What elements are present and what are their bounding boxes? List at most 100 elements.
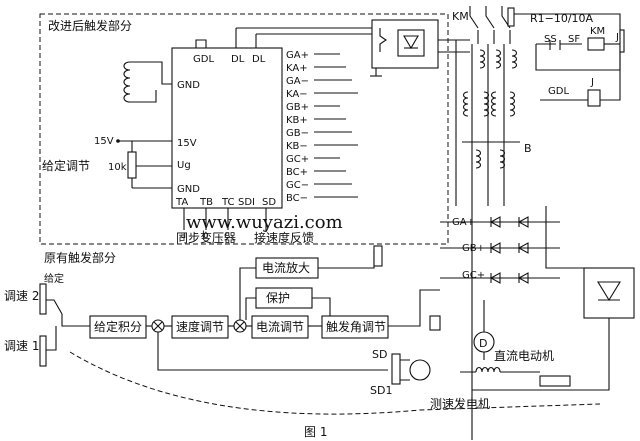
- chip-output-label: GC−: [286, 180, 309, 191]
- trigger-output: [388, 289, 440, 327]
- speed-2-pot: [39, 283, 47, 315]
- speed-selector-switch: [46, 299, 90, 327]
- current-amp-feedback: [239, 267, 256, 320]
- integral-label: 给定积分: [94, 319, 142, 334]
- j2-label: J: [590, 77, 594, 88]
- j-coil: [587, 89, 601, 107]
- label-a: a: [180, 230, 186, 241]
- right-bus-wire: [545, 206, 584, 269]
- speed-1-label: 调速 1: [4, 339, 39, 353]
- input-coil: [123, 61, 131, 103]
- thyristor-icon: [489, 216, 501, 228]
- chip-sdi-label: SDI: [238, 197, 255, 208]
- gdl-right-label: GDL: [548, 86, 569, 97]
- pulse-transformer-2b: [509, 91, 516, 117]
- current-reg-label: 电流调节: [256, 320, 304, 334]
- ss-button: [549, 40, 561, 50]
- bridge-diode-icon: [403, 35, 419, 50]
- thyristor-icon: [489, 272, 501, 284]
- figure-caption: 图 1: [304, 425, 327, 439]
- improved-section-frame: [39, 13, 449, 245]
- output-rectifier-return: [472, 318, 610, 391]
- km2-label: KM: [590, 26, 605, 37]
- thyristor-icon: [489, 242, 501, 254]
- current-amp-label: 电流放大: [262, 260, 310, 275]
- thyristor-icon: [517, 216, 529, 228]
- speed-feedback-wire: [157, 332, 388, 371]
- sum-node-2-cross: [235, 321, 245, 331]
- improved-section-label: 改进后触发部分: [48, 18, 132, 33]
- speed-2-label: 调速 2: [4, 289, 39, 303]
- sf-label: SF: [568, 34, 580, 45]
- fuse-1: [507, 7, 515, 27]
- speed-reg-block: [171, 315, 229, 339]
- transformer-coil-a2: [495, 49, 502, 69]
- chip-sd-label: SD: [262, 197, 276, 208]
- current-amp-input: [318, 250, 375, 269]
- protect-to-trigger: [312, 297, 331, 316]
- gdl-pin: [195, 39, 207, 48]
- field-winding: [475, 366, 501, 373]
- transformer-b-label: B: [524, 142, 532, 155]
- rectifier-bridge: [397, 29, 425, 57]
- chip-gnd-bottom-label: GND: [177, 184, 200, 195]
- chip-output-label: GB+: [286, 102, 309, 113]
- km-contact-1: [469, 6, 479, 44]
- relay-top-wire: [514, 13, 621, 34]
- chip-output-label: KA+: [286, 63, 308, 74]
- shunt-resistor: [373, 245, 383, 267]
- coil-bottom-wire: [130, 90, 157, 103]
- trigger-reg-label: 触发角调节: [326, 319, 386, 334]
- km-coil: [587, 37, 605, 51]
- gb-label: GB+: [462, 243, 485, 254]
- supply-node: [116, 139, 120, 143]
- thyristor-icon: [517, 242, 529, 254]
- current-reg-block: [251, 315, 309, 339]
- supply-15v-label: 15V: [94, 136, 114, 147]
- chip-output-label: GC+: [286, 154, 309, 165]
- km-contact-3: [501, 6, 511, 44]
- ga-label: GA+: [452, 217, 475, 228]
- chip-output-label: GA−: [286, 76, 309, 87]
- chip-output-label: BC−: [286, 193, 308, 204]
- gdl-wire: [540, 52, 621, 101]
- ss-label: SS: [544, 34, 557, 45]
- chip-output-label: KB+: [286, 115, 308, 126]
- km-label: KM: [452, 10, 469, 23]
- integral-block: [89, 315, 147, 339]
- chip-dl2-label: DL: [252, 54, 266, 65]
- sd1-label: SD1: [370, 384, 392, 397]
- output-connector: [429, 315, 441, 331]
- chip-dl1-label: DL: [231, 54, 245, 65]
- dc-motor-label: 直流电动机: [494, 349, 554, 363]
- fuse-2: [619, 29, 625, 53]
- chip-output-label: GA+: [286, 50, 309, 61]
- speed-feedback-label: 接速度反馈: [254, 230, 314, 245]
- chip-15v-label: 15V: [177, 138, 197, 149]
- sync-transformer-label: 同步变压器: [176, 230, 236, 245]
- chip-tc-label: TC: [221, 197, 235, 208]
- relay-loop: [535, 44, 621, 71]
- chip-gnd-top-label: GND: [177, 80, 200, 91]
- given-adjust-label: 给定调节: [42, 158, 90, 173]
- chip-output-label: KA−: [286, 89, 308, 100]
- gc-label: GC+: [462, 270, 485, 281]
- trigger-reg-block: [321, 315, 389, 339]
- pulse-transformer-1: [462, 91, 469, 117]
- speed-reg-label: 速度调节: [176, 319, 224, 334]
- pot-10k-label: 10k: [108, 162, 127, 173]
- tacho-wires: [400, 359, 410, 381]
- chip-output-label: BC+: [286, 167, 308, 178]
- original-section-label: 原有触发部分: [44, 250, 116, 265]
- sum-node-1-cross: [153, 321, 163, 331]
- tacho-generator: [409, 359, 431, 381]
- given-label: 给定: [44, 272, 64, 285]
- label-b: b: [202, 230, 208, 241]
- coil-top-wire: [130, 61, 172, 85]
- pot-10k-resistor: [127, 151, 137, 179]
- chip-ta-label: TA: [175, 197, 188, 208]
- watermark: www.wuyazi.com: [186, 212, 343, 233]
- thyristor-icon: [517, 272, 529, 284]
- chip-tb-label: TB: [199, 197, 213, 208]
